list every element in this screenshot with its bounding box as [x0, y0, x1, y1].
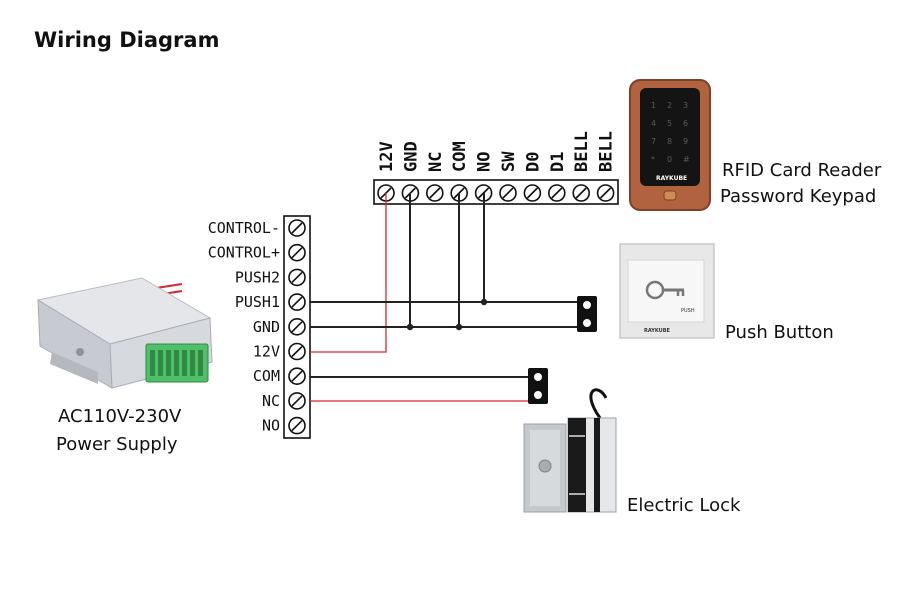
controller-terminal-label-5: 12V	[253, 343, 280, 361]
push-button-connector	[577, 296, 597, 332]
svg-text:2: 2	[667, 101, 672, 110]
svg-text:3: 3	[683, 101, 688, 110]
svg-text:#: #	[683, 155, 690, 164]
svg-text:*: *	[651, 155, 655, 164]
page-title: Wiring Diagram	[34, 28, 219, 52]
reader-terminal-label-9: BELL	[597, 131, 617, 172]
reader-screw-9	[596, 184, 615, 202]
rfid-reader-image: 1 2 3 4 5 6 7 8 9 * 0 # RAYKUBE	[629, 79, 711, 211]
controller-screw-8	[288, 416, 306, 435]
push-button-text: PUSH	[681, 308, 695, 314]
electric-lock-image	[523, 388, 617, 513]
controller-screw-3	[288, 293, 306, 311]
power-supply-label-line2: Power Supply	[56, 434, 178, 455]
controller-terminal-label-2: PUSH2	[235, 268, 280, 286]
controller-screw-2	[288, 268, 306, 287]
reader-screw-6	[523, 184, 542, 202]
reader-terminal-label-5: SW	[499, 151, 519, 172]
controller-screw-5	[288, 342, 306, 361]
wire-12v	[310, 193, 387, 353]
svg-text:6: 6	[683, 119, 688, 128]
push-button-image: PUSH RAYKUBE	[619, 243, 715, 339]
controller-terminal-label-4: GND	[253, 318, 280, 336]
power-supply-label-line1: AC110V-230V	[58, 406, 182, 427]
reader-terminal-label-0: 12V	[377, 141, 397, 172]
controller-terminal-label-8: NO	[262, 417, 280, 435]
reader-screw-7	[547, 184, 566, 202]
reader-screw-5	[499, 184, 517, 202]
push-button-brand: RAYKUBE	[644, 328, 671, 334]
svg-text:7: 7	[651, 137, 656, 146]
controller-terminal-label-6: COM	[253, 367, 280, 385]
controller-screw-4	[288, 317, 306, 336]
controller-screw-0	[288, 219, 306, 237]
reader-terminal-label-4: NO	[475, 152, 495, 172]
controller-terminal-label-1: CONTROL+	[208, 244, 280, 262]
push-button-label: Push Button	[725, 322, 834, 343]
controller-terminal-label-7: NC	[262, 392, 280, 410]
lock-connector	[528, 368, 548, 404]
reader-label-line2: Password Keypad	[720, 186, 876, 207]
controller-screw-6	[288, 367, 306, 386]
reader-label-line1: RFID Card Reader	[722, 160, 882, 181]
svg-text:9: 9	[683, 137, 688, 146]
svg-text:8: 8	[667, 137, 672, 146]
reader-terminal-label-2: NC	[426, 152, 446, 172]
svg-text:0: 0	[667, 155, 672, 164]
electric-lock-label: Electric Lock	[627, 495, 741, 516]
controller-screw-1	[288, 243, 306, 262]
reader-screw-2	[425, 184, 444, 202]
reader-terminal-label-7: D1	[548, 152, 568, 172]
controller-terminal-label-0: CONTROL-	[208, 219, 280, 237]
reader-terminal-label-1: GND	[401, 141, 421, 172]
reader-screw-8	[572, 184, 591, 202]
wires	[310, 193, 578, 402]
svg-text:5: 5	[667, 119, 672, 128]
reader-terminal-label-3: COM	[450, 141, 470, 172]
controller-screw-7	[288, 392, 306, 410]
reader-brand: RAYKUBE	[656, 175, 687, 182]
reader-terminal-label-6: D0	[523, 152, 543, 172]
svg-text:1: 1	[651, 101, 656, 110]
power-supply-image	[36, 277, 213, 389]
controller-terminal-label-3: PUSH1	[235, 293, 280, 311]
reader-terminal-label-8: BELL	[572, 131, 592, 172]
svg-text:4: 4	[651, 119, 656, 128]
